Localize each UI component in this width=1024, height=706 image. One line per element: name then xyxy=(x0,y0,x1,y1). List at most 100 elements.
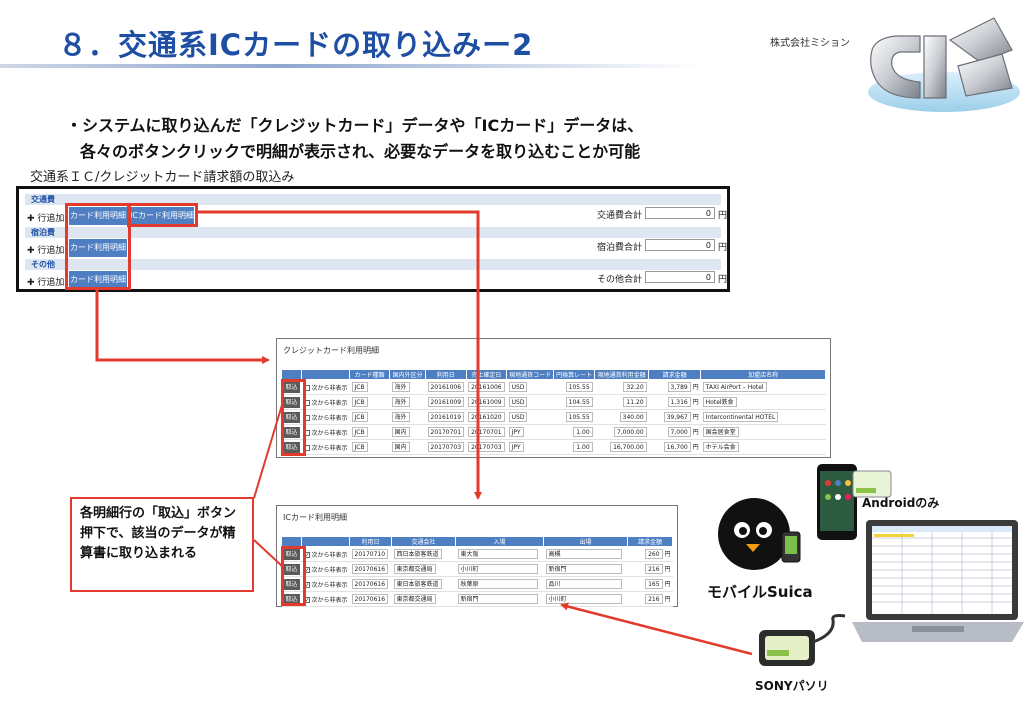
column-header: 加盟店名称 xyxy=(700,369,826,380)
yen-unit: 円 xyxy=(718,275,728,285)
ic-logo-icon xyxy=(868,17,1020,112)
billed-cell: 1,316 xyxy=(667,397,691,408)
section-label: 交通系ＩＣ/クレジットカード請求額の取込み xyxy=(30,170,295,185)
column-header: 請求金額 xyxy=(648,369,702,380)
region-cell: 海外 xyxy=(391,412,410,422)
table-row: 取込 次から非表示 JCB 海外 20161009 20161009 USD 1… xyxy=(281,394,826,410)
total-label-lodging: 宿泊費合計 xyxy=(597,243,643,253)
card-type-cell: JCB xyxy=(351,382,368,392)
total-field-other[interactable]: 0 xyxy=(645,271,715,283)
entry-cell: 新宿門 xyxy=(457,594,538,604)
import-button[interactable]: 取込 xyxy=(283,563,300,575)
total-label-transport: 交通費合計 xyxy=(597,211,643,221)
total-label-other: その他合計 xyxy=(597,275,643,285)
column-header: 国内外区分 xyxy=(389,369,427,380)
currency-cell: USD xyxy=(508,412,528,422)
currency-cell: USD xyxy=(508,382,528,392)
import-button[interactable]: 取込 xyxy=(283,578,300,590)
table-row: 取込 次から非表示 20170616 東京都交通局 新宿門 小川町 216 円 xyxy=(281,591,673,607)
local-amount-cell: 7,000.00 xyxy=(613,427,647,437)
table-row: 取込 次から非表示 20170616 東京都交通局 小川町 新宿門 216 円 xyxy=(281,561,673,577)
highlight-import-buttons xyxy=(281,546,306,606)
billed-cell: 16,700 xyxy=(663,442,691,453)
hide-label: 次から非表示 xyxy=(311,414,348,422)
credit-panel-title: クレジットカード利用明細 xyxy=(283,346,379,355)
amount-cell: 216 xyxy=(645,594,663,605)
use-date-cell: 20170703 xyxy=(427,442,465,452)
column-header: 請求金額 xyxy=(627,536,673,547)
column-header xyxy=(301,369,351,380)
card-detail-button-lodging[interactable]: カード利用明細 xyxy=(69,239,127,257)
hide-label: 次から非表示 xyxy=(311,399,348,407)
yen-unit: 円 xyxy=(664,565,671,573)
import-button[interactable]: 取込 xyxy=(283,548,300,560)
column-header: 交通会社 xyxy=(391,536,457,547)
category-header-transport: 交通費 xyxy=(25,194,721,205)
column-header: 売上確定日 xyxy=(465,369,508,380)
merchant-cell: TAXI AirPort – Hotel xyxy=(702,382,767,392)
company-cell: 東京都交通局 xyxy=(393,594,436,604)
yen-unit: 円 xyxy=(692,398,699,406)
column-header: カード種類 xyxy=(349,369,391,380)
billed-cell: 7,000 xyxy=(667,427,691,438)
company-name: 株式会社ミション xyxy=(770,38,850,49)
amount-cell: 260 xyxy=(645,549,663,560)
merchant-cell: Intercontinental HOTEL xyxy=(702,412,779,422)
hide-label: 次から非表示 xyxy=(311,566,348,574)
currency-cell: JPY xyxy=(508,427,524,437)
arrow-card-to-credit xyxy=(95,287,270,364)
region-cell: 国内 xyxy=(391,427,410,437)
merchant-cell: Hotel鉄食 xyxy=(702,397,737,407)
total-field-lodging[interactable]: 0 xyxy=(645,239,715,251)
merchant-cell: ホテル会食 xyxy=(702,442,739,452)
android-label: Androidのみ xyxy=(862,496,940,510)
column-header xyxy=(301,536,351,547)
card-type-cell: JCB xyxy=(351,442,368,452)
rate-cell: 105.55 xyxy=(565,382,593,392)
rate-cell: 105.55 xyxy=(565,412,593,422)
yen-unit: 円 xyxy=(664,550,671,558)
company-cell: 東京都交通局 xyxy=(393,564,436,574)
card-type-cell: JCB xyxy=(351,397,368,407)
card-detail-button-transport[interactable]: カード利用明細 xyxy=(69,207,127,225)
add-row-button-lodging[interactable]: ✚ 行追加 xyxy=(27,246,65,256)
slide-title: ８．交通系ICカードの取り込みー2 xyxy=(58,28,534,62)
sale-date-cell: 20161006 xyxy=(468,382,505,392)
card-detail-button-other[interactable]: カード利用明細 xyxy=(69,271,127,289)
add-row-button-transport[interactable]: ✚ 行追加 xyxy=(27,214,65,224)
yen-unit: 円 xyxy=(718,243,728,253)
arrow-pasori-to-ic xyxy=(560,602,753,656)
ic-card-detail-button[interactable]: ICカード利用明細 xyxy=(130,207,194,225)
yen-unit: 円 xyxy=(692,413,699,421)
yen-unit: 円 xyxy=(692,443,699,451)
credit-card-detail-panel: クレジットカード利用明細 カード種類 国内外区分 利用日 売上確定日 現地通貨コ… xyxy=(276,338,831,458)
hide-label: 次から非表示 xyxy=(311,551,348,559)
amount-cell: 165 xyxy=(645,579,663,590)
table-row: 取込 次から非表示 20170616 東日本旅客鉄道 秋葉原 品川 165 円 xyxy=(281,576,673,592)
table-row: 取込 次から非表示 JCB 海外 20161006 20161006 USD 1… xyxy=(281,379,826,395)
exit-cell: 品川 xyxy=(545,579,622,589)
entry-cell: 小川町 xyxy=(457,564,538,574)
table-row: 取込 次から非表示 JCB 国内 20170701 20170701 JPY 1… xyxy=(281,424,826,440)
entry-cell: 東大阪 xyxy=(457,549,538,559)
table-header-row: カード種類 国内外区分 利用日 売上確定日 現地通貨コード 円換算レート 現地通… xyxy=(280,369,826,380)
billed-cell: 39,967 xyxy=(663,412,691,423)
import-button[interactable]: 取込 xyxy=(283,593,300,605)
ic-panel-title: ICカード利用明細 xyxy=(283,513,347,522)
billed-cell: 3,789 xyxy=(667,382,691,393)
exit-cell: 高槻 xyxy=(545,549,622,559)
rate-cell: 104.55 xyxy=(565,397,593,407)
exit-cell: 小川町 xyxy=(545,594,622,604)
amount-cell: 216 xyxy=(645,564,663,575)
suica-penguin-icon xyxy=(718,498,801,570)
total-field-transport[interactable]: 0 xyxy=(645,207,715,219)
mobile-suica-label: モバイルSuica xyxy=(707,583,813,601)
ic-detail-table: 利用日 交通会社 入場 出場 請求金額 取込 次から非表示 20170710 西… xyxy=(280,536,673,607)
intro-line-1: ・システムに取り込んだ「クレジットカード」データや「ICカード」データは、 xyxy=(66,116,644,135)
use-date-cell: 20161006 xyxy=(427,382,465,392)
local-amount-cell: 11.20 xyxy=(623,397,647,407)
highlight-ic-button xyxy=(127,203,198,227)
callout-box: 各明細行の「取込」ボタン押下で、該当のデータが精算書に取り込まれる xyxy=(70,497,254,592)
add-row-button-other[interactable]: ✚ 行追加 xyxy=(27,278,65,288)
exit-cell: 新宿門 xyxy=(545,564,622,574)
